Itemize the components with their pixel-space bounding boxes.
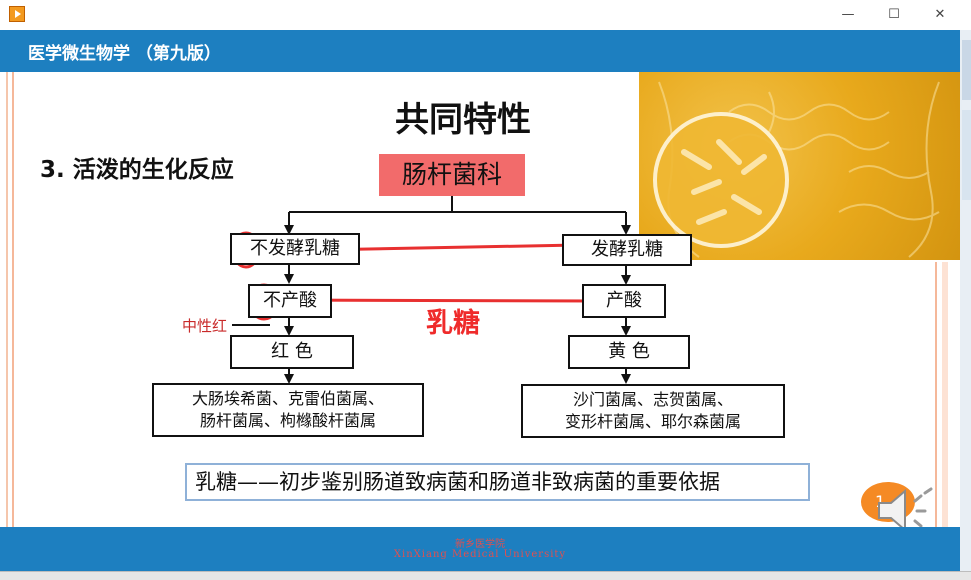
- window-titlebar: — ☐ ✕: [0, 0, 971, 30]
- footer-school-name: 新乡医学院: [455, 539, 505, 550]
- neutral-red-label: 中性红: [182, 317, 228, 335]
- left-result-line: 大肠埃希菌、克雷伯菌属、: [191, 389, 384, 408]
- media-player-icon[interactable]: [9, 6, 25, 22]
- left-step1-box: 不发酵乳糖: [230, 233, 360, 265]
- right-step2-box: 产酸: [582, 284, 666, 318]
- right-step1-box: 发酵乳糖: [562, 234, 692, 266]
- status-bar: [0, 571, 971, 580]
- right-result-line: 变形杆菌属、耶尔森菌属: [564, 412, 741, 431]
- slide-right-border: [935, 72, 960, 527]
- lactose-annotation: 乳糖: [426, 308, 480, 339]
- slide-footer: 新乡医学院 XinXiang Medical University: [0, 527, 960, 571]
- left-step2-box: 不产酸: [248, 284, 332, 318]
- close-button[interactable]: ✕: [934, 7, 946, 22]
- intestine-illustration: [639, 72, 960, 260]
- slide-left-border: [0, 72, 14, 527]
- right-result-line: 沙门菌属、志贺菌属、: [572, 390, 733, 409]
- slide-header: 医学微生物学 （第九版）: [0, 30, 960, 72]
- right-result-box: 沙门菌属、志贺菌属、 变形杆菌属、耶尔森菌属: [521, 384, 785, 438]
- key-note: 乳糖——初步鉴别肠道致病菌和肠道非致病菌的重要依据: [185, 463, 810, 501]
- left-step3-box: 红 色: [230, 335, 354, 369]
- section-heading: 3. 活泼的生化反应: [40, 157, 234, 183]
- left-result-box: 大肠埃希菌、克雷伯菌属、 肠杆菌属、枸橼酸杆菌属: [152, 383, 424, 437]
- root-box-enterobacteriaceae: 肠杆菌科: [379, 154, 525, 196]
- left-result-line: 肠杆菌属、枸橼酸杆菌属: [199, 411, 376, 430]
- slide-title: 共同特性: [395, 100, 531, 140]
- footer-school-name-en: XinXiang Medical University: [393, 549, 567, 560]
- minimize-button[interactable]: —: [841, 7, 855, 22]
- course-title: 医学微生物学 （第九版）: [28, 44, 221, 64]
- right-step3-box: 黄 色: [568, 335, 690, 369]
- maximize-button[interactable]: ☐: [888, 7, 900, 22]
- side-panel: [960, 30, 971, 579]
